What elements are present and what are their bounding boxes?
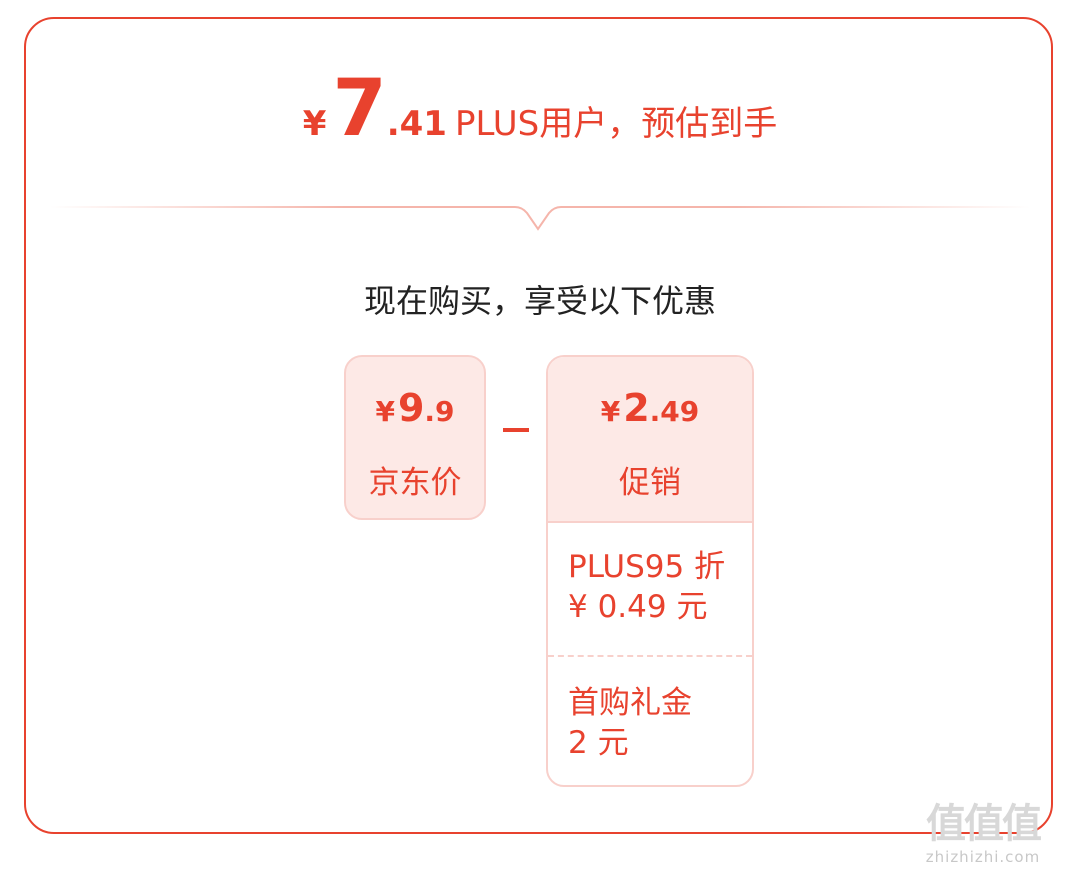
jd-price-label: 京东价 (368, 465, 462, 501)
watermark-domain: zhizhizhi.com (925, 848, 1041, 866)
promotion-summary: ¥ 2 .49 促销 (548, 357, 752, 523)
jd-price-integer: 9 (397, 386, 425, 430)
headline-text: PLUS用户，预估到手 (454, 104, 778, 144)
headline-currency: ¥ (302, 104, 327, 144)
promotion-value: ¥ 2 .49 (548, 389, 752, 428)
headline-price-integer: 7 (332, 64, 387, 154)
jd-price-box: ¥ 9 .9 京东价 (344, 355, 486, 520)
promotion-label: 促销 (619, 465, 681, 501)
promotion-item-first-purchase: 首购礼金 2 元 (568, 683, 748, 763)
site-watermark: 值值值 zhizhizhi.com (898, 800, 1068, 866)
plus-discount-amount: ¥ 0.49 元 (568, 589, 708, 625)
headline-price-decimal: .41 (386, 104, 447, 144)
jd-price-value: ¥ 9 .9 (346, 389, 484, 428)
offer-subtitle: 现在购买，享受以下优惠 (363, 282, 716, 320)
first-purchase-title: 首购礼金 (568, 685, 692, 721)
promotion-integer: 2 (623, 386, 650, 430)
first-purchase-amount: 2 元 (568, 725, 629, 761)
promotion-currency: ¥ (600, 395, 621, 428)
plus-discount-title: PLUS95 折 (568, 549, 726, 585)
promotion-item-plus-discount: PLUS95 折 ¥ 0.49 元 (568, 547, 748, 627)
summary-card (24, 17, 1053, 834)
jd-price-decimal: .9 (424, 395, 455, 428)
watermark-logo: 值值值 (926, 801, 1042, 847)
promotion-box: ¥ 2 .49 促销 PLUS95 折 ¥ 0.49 元 首购礼金 2 元 (546, 355, 754, 787)
estimated-price-headline: ¥ 7 .41 PLUS用户，预估到手 (0, 70, 1080, 170)
jd-price-currency: ¥ (375, 395, 395, 428)
pointer-divider (50, 206, 1030, 231)
promotion-decimal: .49 (649, 395, 700, 428)
promotion-item-divider (548, 655, 752, 657)
minus-operator (503, 428, 529, 432)
